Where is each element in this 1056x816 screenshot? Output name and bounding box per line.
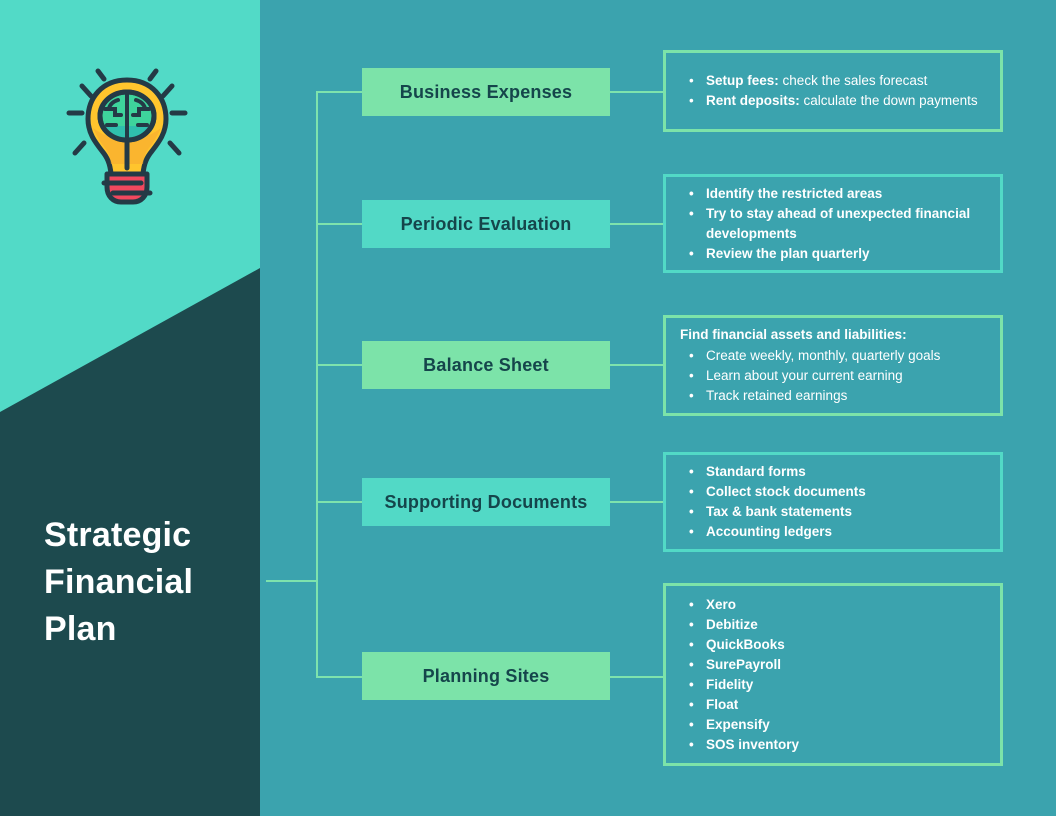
list-item: Rent deposits: calculate the down paymen… (680, 91, 986, 111)
detail-box-balance-sheet: Find financial assets and liabilities: C… (663, 315, 1003, 416)
detail-box-business-expenses: Setup fees: check the sales forecast Ren… (663, 50, 1003, 132)
detail-heading: Find financial assets and liabilities: (680, 327, 907, 342)
bullet-list: Identify the restricted areas Try to sta… (680, 184, 986, 264)
detail-box-planning-sites: Xero Debitize QuickBooks SurePayroll Fid… (663, 583, 1003, 766)
list-item: Identify the restricted areas (680, 184, 986, 204)
list-item: Standard forms (680, 462, 986, 482)
list-item: Accounting ledgers (680, 522, 986, 542)
bullet-list: Setup fees: check the sales forecast Ren… (680, 71, 986, 111)
list-item: Create weekly, monthly, quarterly goals (680, 346, 986, 366)
node-balance-sheet: Balance Sheet (362, 341, 610, 389)
item-text: calculate the down payments (803, 93, 978, 108)
node-periodic-evaluation: Periodic Evaluation (362, 200, 610, 248)
list-item: Tax & bank statements (680, 502, 986, 522)
connector-left-5 (316, 676, 362, 678)
detail-box-periodic-evaluation: Identify the restricted areas Try to sta… (663, 174, 1003, 273)
rays (66, 68, 188, 156)
connector-right-1 (610, 91, 663, 93)
list-item: SurePayroll (680, 655, 986, 675)
list-item: Expensify (680, 715, 986, 735)
item-lead: Setup fees: (706, 73, 779, 88)
connector-trunk (316, 91, 318, 678)
connector-right-5 (610, 676, 663, 678)
connector-left-3 (316, 364, 362, 366)
sidebar: Strategic Financial Plan (0, 0, 260, 816)
connector-right-4 (610, 501, 663, 503)
list-item: Collect stock documents (680, 482, 986, 502)
list-item: Xero (680, 595, 986, 615)
list-item: Debitize (680, 615, 986, 635)
connector-left-2 (316, 223, 362, 225)
list-item: Track retained earnings (680, 386, 986, 406)
detail-box-supporting-documents: Standard forms Collect stock documents T… (663, 452, 1003, 552)
brain-folds (103, 91, 151, 142)
brain-lightbulb-icon (66, 68, 188, 205)
list-item: QuickBooks (680, 635, 986, 655)
list-item: Fidelity (680, 675, 986, 695)
node-supporting-documents: Supporting Documents (362, 478, 610, 526)
bullet-list: Create weekly, monthly, quarterly goals … (680, 346, 986, 406)
connector-left-4 (316, 501, 362, 503)
bullet-list: Xero Debitize QuickBooks SurePayroll Fid… (680, 595, 986, 755)
connector-right-3 (610, 364, 663, 366)
connector-left-1 (316, 91, 362, 93)
connector-right-2 (610, 223, 663, 225)
connector-root (266, 580, 317, 582)
node-business-expenses: Business Expenses (362, 68, 610, 116)
list-item: Review the plan quarterly (680, 244, 986, 264)
list-item: Learn about your current earning (680, 366, 986, 386)
list-item: SOS inventory (680, 735, 986, 755)
item-lead: Rent deposits: (706, 93, 800, 108)
list-item: Float (680, 695, 986, 715)
list-item: Setup fees: check the sales forecast (680, 71, 986, 91)
item-text: check the sales forecast (782, 73, 928, 88)
page-title: Strategic Financial Plan (44, 516, 194, 648)
bullet-list: Standard forms Collect stock documents T… (680, 462, 986, 542)
list-item: Try to stay ahead of unexpected financia… (680, 204, 986, 244)
node-planning-sites: Planning Sites (362, 652, 610, 700)
